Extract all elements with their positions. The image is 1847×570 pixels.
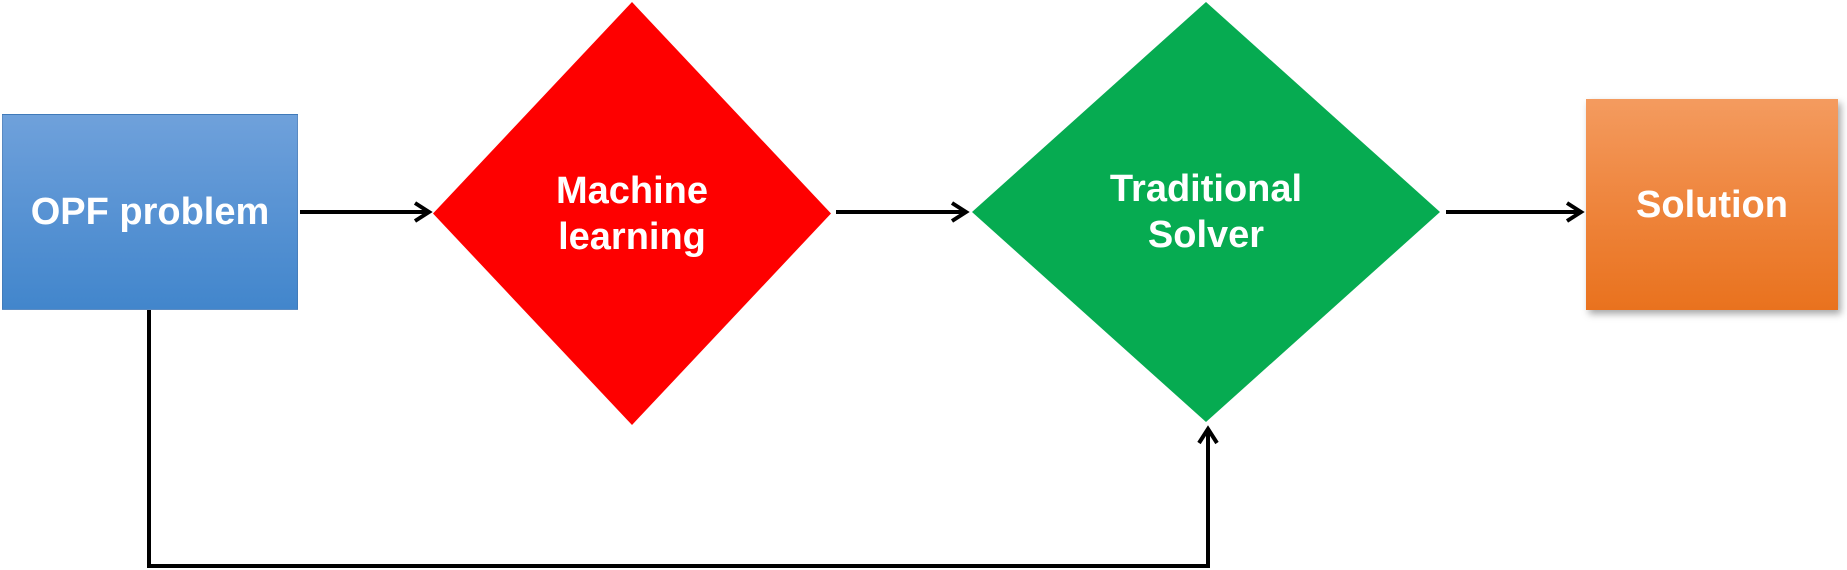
node-machine-learning-label: Machine learning bbox=[555, 169, 709, 258]
node-opf-problem: OPF problem bbox=[2, 114, 298, 310]
node-opf-problem-label: OPF problem bbox=[30, 191, 270, 233]
arrow-opf-bypass-to-traditional-solver bbox=[147, 310, 1219, 568]
node-solution-label: Solution bbox=[1636, 183, 1788, 226]
node-traditional-solver-label: Traditional Solver bbox=[1109, 168, 1303, 256]
node-solution: Solution bbox=[1586, 99, 1838, 310]
